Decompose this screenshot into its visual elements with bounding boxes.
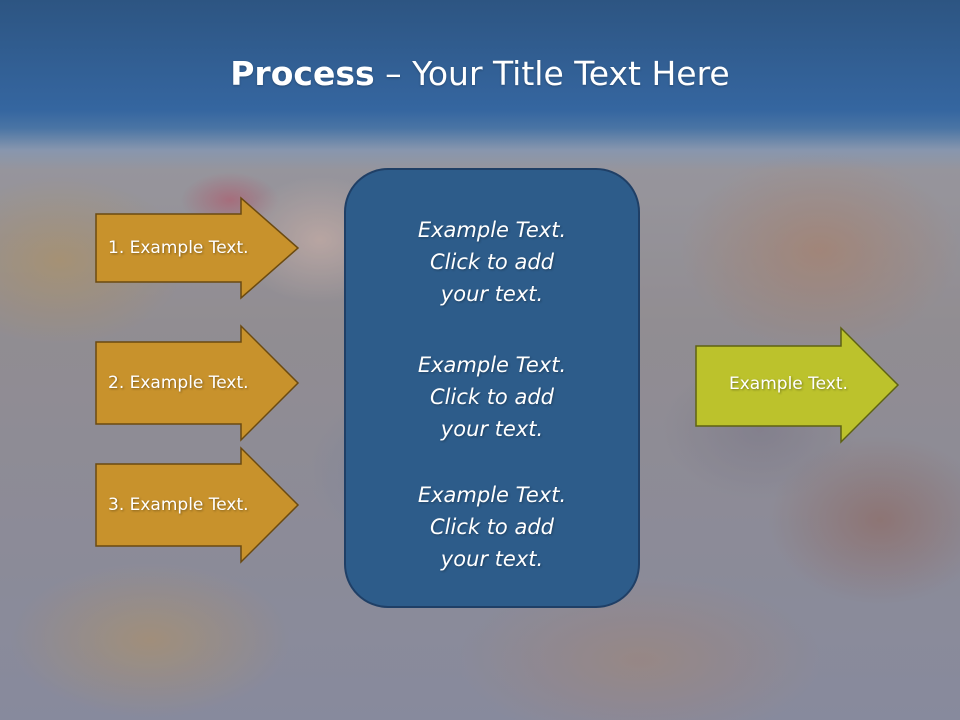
center-text-box[interactable]: Example Text. Click to add your text. Ex…: [344, 168, 640, 608]
left-arrow-2-label: 2. Example Text.: [108, 373, 249, 393]
center-item-3[interactable]: Example Text. Click to add your text.: [346, 479, 638, 575]
title-bold-part: Process: [230, 54, 375, 93]
left-arrow-1-label: 1. Example Text.: [108, 238, 249, 258]
center-item-2[interactable]: Example Text. Click to add your text.: [346, 349, 638, 445]
left-arrow-2-shape: [95, 324, 300, 442]
center-item-3-line3: your text.: [440, 547, 544, 571]
center-item-1-line3: your text.: [440, 282, 544, 306]
left-arrow-3[interactable]: 3. Example Text.: [95, 446, 300, 564]
left-arrow-3-label: 3. Example Text.: [108, 495, 249, 515]
center-item-2-line1: Example Text.: [417, 353, 567, 377]
center-item-3-line2: Click to add: [429, 515, 554, 539]
center-item-1-line1: Example Text.: [417, 218, 567, 242]
left-arrow-3-shape: [95, 446, 300, 564]
left-arrow-1[interactable]: 1. Example Text.: [95, 196, 300, 300]
title-rest-part: – Your Title Text Here: [374, 54, 730, 93]
left-arrow-2[interactable]: 2. Example Text.: [95, 324, 300, 442]
right-arrow-label: Example Text.: [729, 374, 848, 394]
left-arrow-1-shape: [95, 196, 300, 300]
right-arrow-shape: [695, 326, 900, 444]
right-arrow[interactable]: Example Text.: [695, 326, 900, 444]
slide-title[interactable]: Process – Your Title Text Here: [0, 52, 960, 96]
center-item-2-line2: Click to add: [429, 385, 554, 409]
center-item-1[interactable]: Example Text. Click to add your text.: [346, 214, 638, 310]
center-item-3-line1: Example Text.: [417, 483, 567, 507]
title-band: [0, 0, 960, 170]
center-item-2-line3: your text.: [440, 417, 544, 441]
center-item-1-line2: Click to add: [429, 250, 554, 274]
